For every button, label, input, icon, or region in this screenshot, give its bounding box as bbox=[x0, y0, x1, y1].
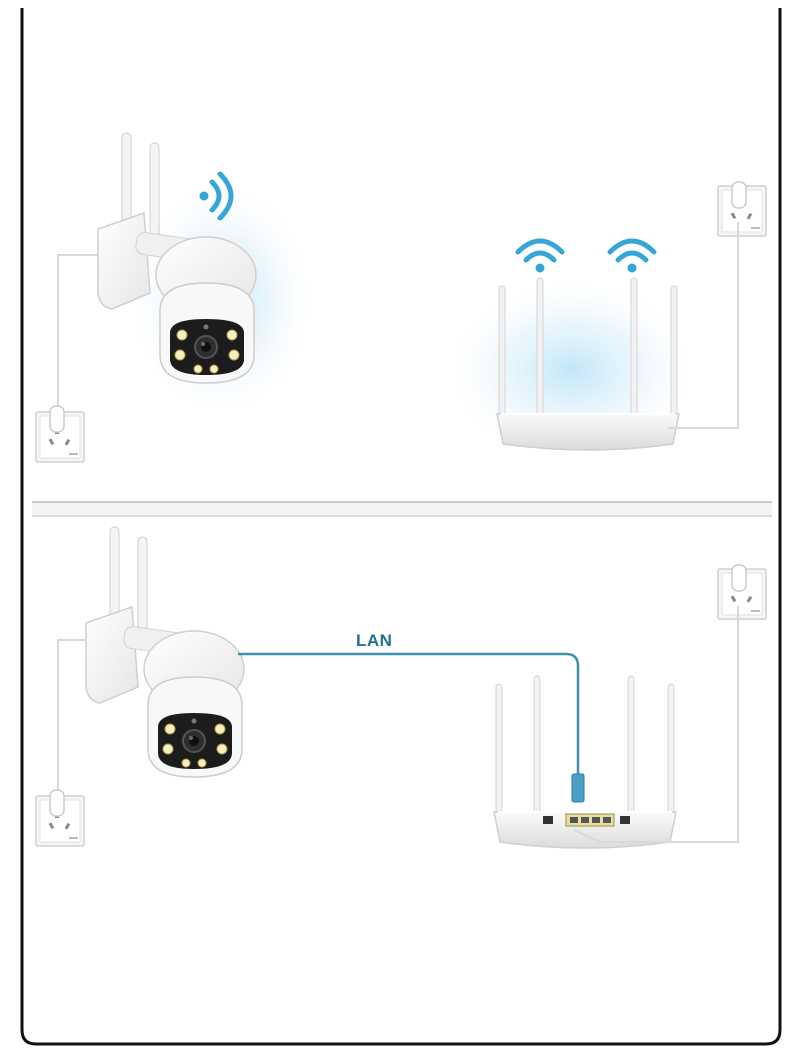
power-plug bbox=[50, 406, 64, 432]
power-plug bbox=[732, 182, 746, 208]
wired-panel: LAN bbox=[36, 527, 766, 848]
wifi-signal-icon bbox=[610, 241, 654, 273]
ptz-camera bbox=[86, 527, 244, 777]
wireless-panel bbox=[36, 133, 766, 462]
wifi-signal-icon bbox=[518, 241, 562, 273]
ptz-camera bbox=[98, 133, 256, 383]
router-power-cable bbox=[574, 606, 738, 842]
outer-frame bbox=[22, 8, 780, 1044]
power-plug bbox=[50, 790, 64, 816]
power-plug bbox=[732, 565, 746, 591]
lan-label: LAN bbox=[356, 631, 392, 650]
rj45-connector bbox=[572, 774, 584, 802]
section-divider bbox=[32, 502, 772, 516]
ethernet-cable bbox=[238, 654, 578, 778]
